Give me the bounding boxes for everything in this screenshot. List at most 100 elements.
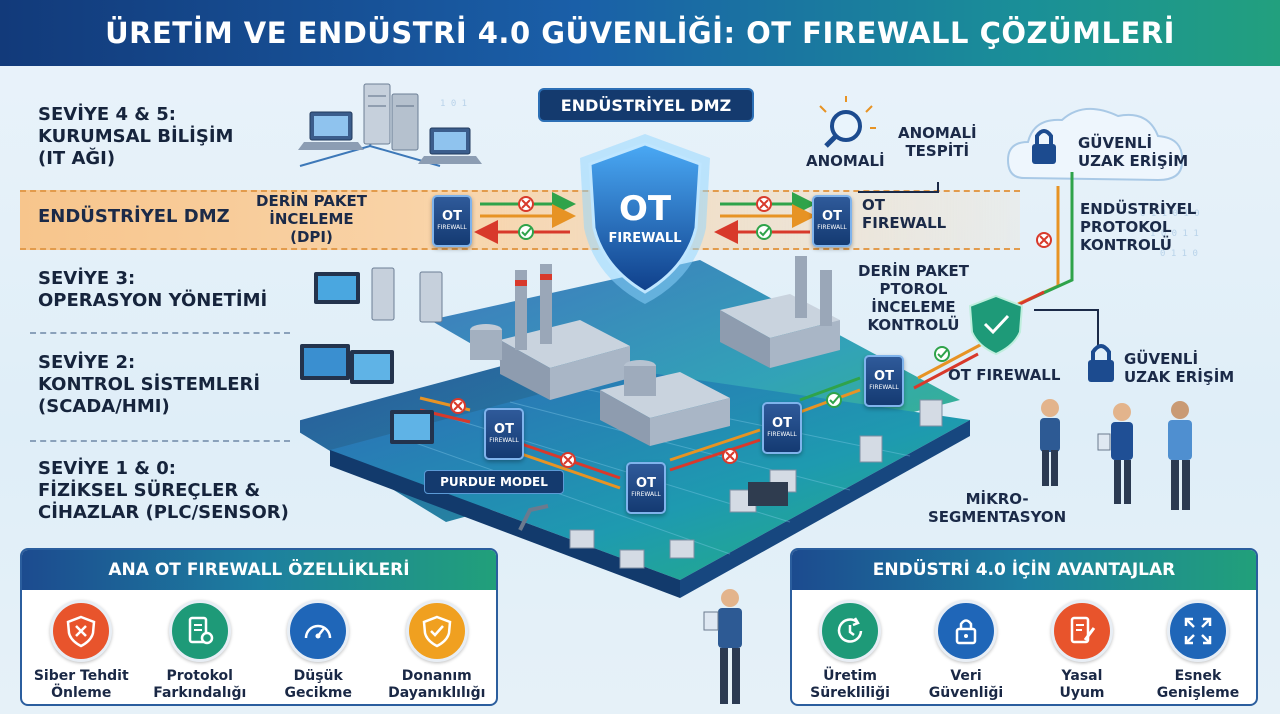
level-label-2: SEVİYE 2: KONTROL SİSTEMLERİ (SCADA/HMI) <box>38 352 261 417</box>
level-separator <box>30 440 290 442</box>
device-label: OT <box>772 416 792 431</box>
feature-label: Siber Tehdit Önleme <box>33 668 129 701</box>
traffic-arrow <box>917 342 983 380</box>
allow-check-icon <box>518 224 534 240</box>
allow-check-icon <box>826 392 842 408</box>
padlock-icon <box>935 600 997 662</box>
control-cabinet <box>919 399 943 427</box>
ot-firewall-shield: OT FIREWALL <box>580 134 710 304</box>
device-sublabel: FIREWALL <box>817 224 847 231</box>
features-panel: ANA OT FIREWALL ÖZELLİKLERİ Siber Tehdit… <box>20 548 498 706</box>
level-label-4-5: SEVİYE 4 & 5: KURUMSAL BİLİŞİM (IT AĞI) <box>38 104 234 169</box>
traffic-arrow <box>669 428 761 462</box>
control-cabinet <box>669 539 695 559</box>
device-sublabel: FIREWALL <box>631 491 661 498</box>
callout-line <box>1034 309 1099 346</box>
binary-decoration: 0 1 1 0 <box>1160 249 1198 259</box>
factory-building <box>500 264 630 400</box>
padlock-icon <box>1088 344 1114 382</box>
block-x-icon <box>450 398 466 414</box>
padlock-icon <box>1032 129 1056 164</box>
dpi-label: DERİN PAKET İNCELEME (DPI) <box>256 192 367 246</box>
shield-check-icon <box>968 294 1024 356</box>
benefit-item-data-security: Veri Güvenliği <box>910 600 1022 702</box>
dmz-traffic-flows <box>474 192 816 244</box>
document-gear-icon <box>168 600 231 662</box>
factory-building <box>720 256 840 368</box>
feature-item-low-latency: Düşük Gecikme <box>262 600 374 702</box>
dmz-band-label: ENDÜSTRİYEL DMZ <box>38 206 230 227</box>
person-icon <box>1040 399 1060 486</box>
binary-decoration: 0 1 1 0 1 0 <box>1140 209 1200 219</box>
page-title: ÜRETİM VE ENDÜSTRİ 4.0 GÜVENLİĞİ: OT FIR… <box>105 16 1175 50</box>
engineer-illustration <box>703 589 742 704</box>
control-cabinet <box>859 435 883 463</box>
traffic-arrow-blocked <box>913 352 979 390</box>
ot-firewall-label-dmz: OT FIREWALL <box>862 196 947 232</box>
device-label: OT <box>874 369 894 384</box>
cycle-clock-icon <box>819 600 881 662</box>
device-label: OT <box>822 209 842 224</box>
binary-decoration: 1 0 0 1 1 <box>1150 229 1199 239</box>
benefit-label: Veri Güvenliği <box>928 668 1004 701</box>
block-x-icon <box>560 452 576 468</box>
level-label-3: SEVİYE 3: OPERASYON YÖNETİMİ <box>38 268 268 311</box>
laptop-icon <box>418 127 482 164</box>
feature-item-protocol-awareness: Protokol Farkındalığı <box>144 600 256 702</box>
operations-servers <box>314 267 443 323</box>
scada-hmi-stations <box>300 344 434 444</box>
binary-decoration: 1 0 1 <box>440 99 467 109</box>
it-network-devices <box>298 83 482 167</box>
device-label: OT <box>494 422 514 437</box>
plc-rack <box>748 482 788 506</box>
allow-check-icon <box>756 224 772 240</box>
control-cabinet <box>569 529 595 549</box>
control-cabinet <box>619 549 645 569</box>
anomaly-search-icon <box>819 96 876 148</box>
feature-label: Düşük Gecikme <box>284 668 352 701</box>
traffic-arrow <box>509 448 621 490</box>
speedometer-icon <box>287 600 350 662</box>
benefit-item-flexible-scaling: Esnek Genişleme <box>1142 600 1254 702</box>
device-label: OT <box>442 209 462 224</box>
title-bar: ÜRETİM VE ENDÜSTRİ 4.0 GÜVENLİĞİ: OT FIR… <box>0 0 1280 66</box>
anomaly-label: ANOMALİ <box>806 152 885 170</box>
micro-segmentation-label: MİKRO- SEGMENTASYON <box>928 490 1067 526</box>
platform-edge <box>330 450 680 598</box>
device-label: OT <box>636 476 656 491</box>
benefit-label: Esnek Genişleme <box>1156 668 1240 701</box>
secure-remote-access-label: GÜVENLİ UZAK ERİŞİM <box>1078 134 1189 170</box>
block-x-icon <box>756 196 772 212</box>
block-x-icon <box>1036 232 1052 248</box>
device-sublabel: FIREWALL <box>767 431 797 438</box>
right-side-graphics <box>819 96 1184 390</box>
benefits-panel-title: ENDÜSTRİ 4.0 İÇİN AVANTAJLAR <box>792 550 1256 590</box>
secure-remote-access-label-2: GÜVENLİ UZAK ERİŞİM <box>1124 350 1235 386</box>
storage-tank <box>470 324 502 360</box>
server-icon <box>363 83 419 151</box>
shield-x-icon <box>50 600 113 662</box>
monitor-icon <box>314 272 360 304</box>
benefit-item-compliance: Yasal Uyum <box>1026 600 1138 702</box>
person-icon <box>703 589 742 704</box>
device-sublabel: FIREWALL <box>489 437 519 444</box>
robot-arm-icon <box>518 504 549 531</box>
shield-check-icon <box>405 600 468 662</box>
protocol-control-label: ENDÜSTRİYEL PROTOKOL KONTROLÜ <box>1080 200 1197 254</box>
monitor-icon <box>300 344 394 384</box>
document-pen-icon <box>1051 600 1113 662</box>
feature-label: Protokol Farkındalığı <box>153 668 247 701</box>
benefit-label: Yasal Uyum <box>1059 668 1105 701</box>
feature-label: Donanım Dayanıklılığı <box>388 668 486 701</box>
people-illustration <box>1040 399 1192 510</box>
monitor-icon <box>390 410 434 444</box>
shield-title: OT <box>619 189 672 229</box>
expand-arrows-icon <box>1167 600 1229 662</box>
level-label-1-0: SEVİYE 1 & 0: FİZİKSEL SÜREÇLER & CİHAZL… <box>38 458 289 523</box>
traffic-arrow-blocked <box>669 438 761 472</box>
